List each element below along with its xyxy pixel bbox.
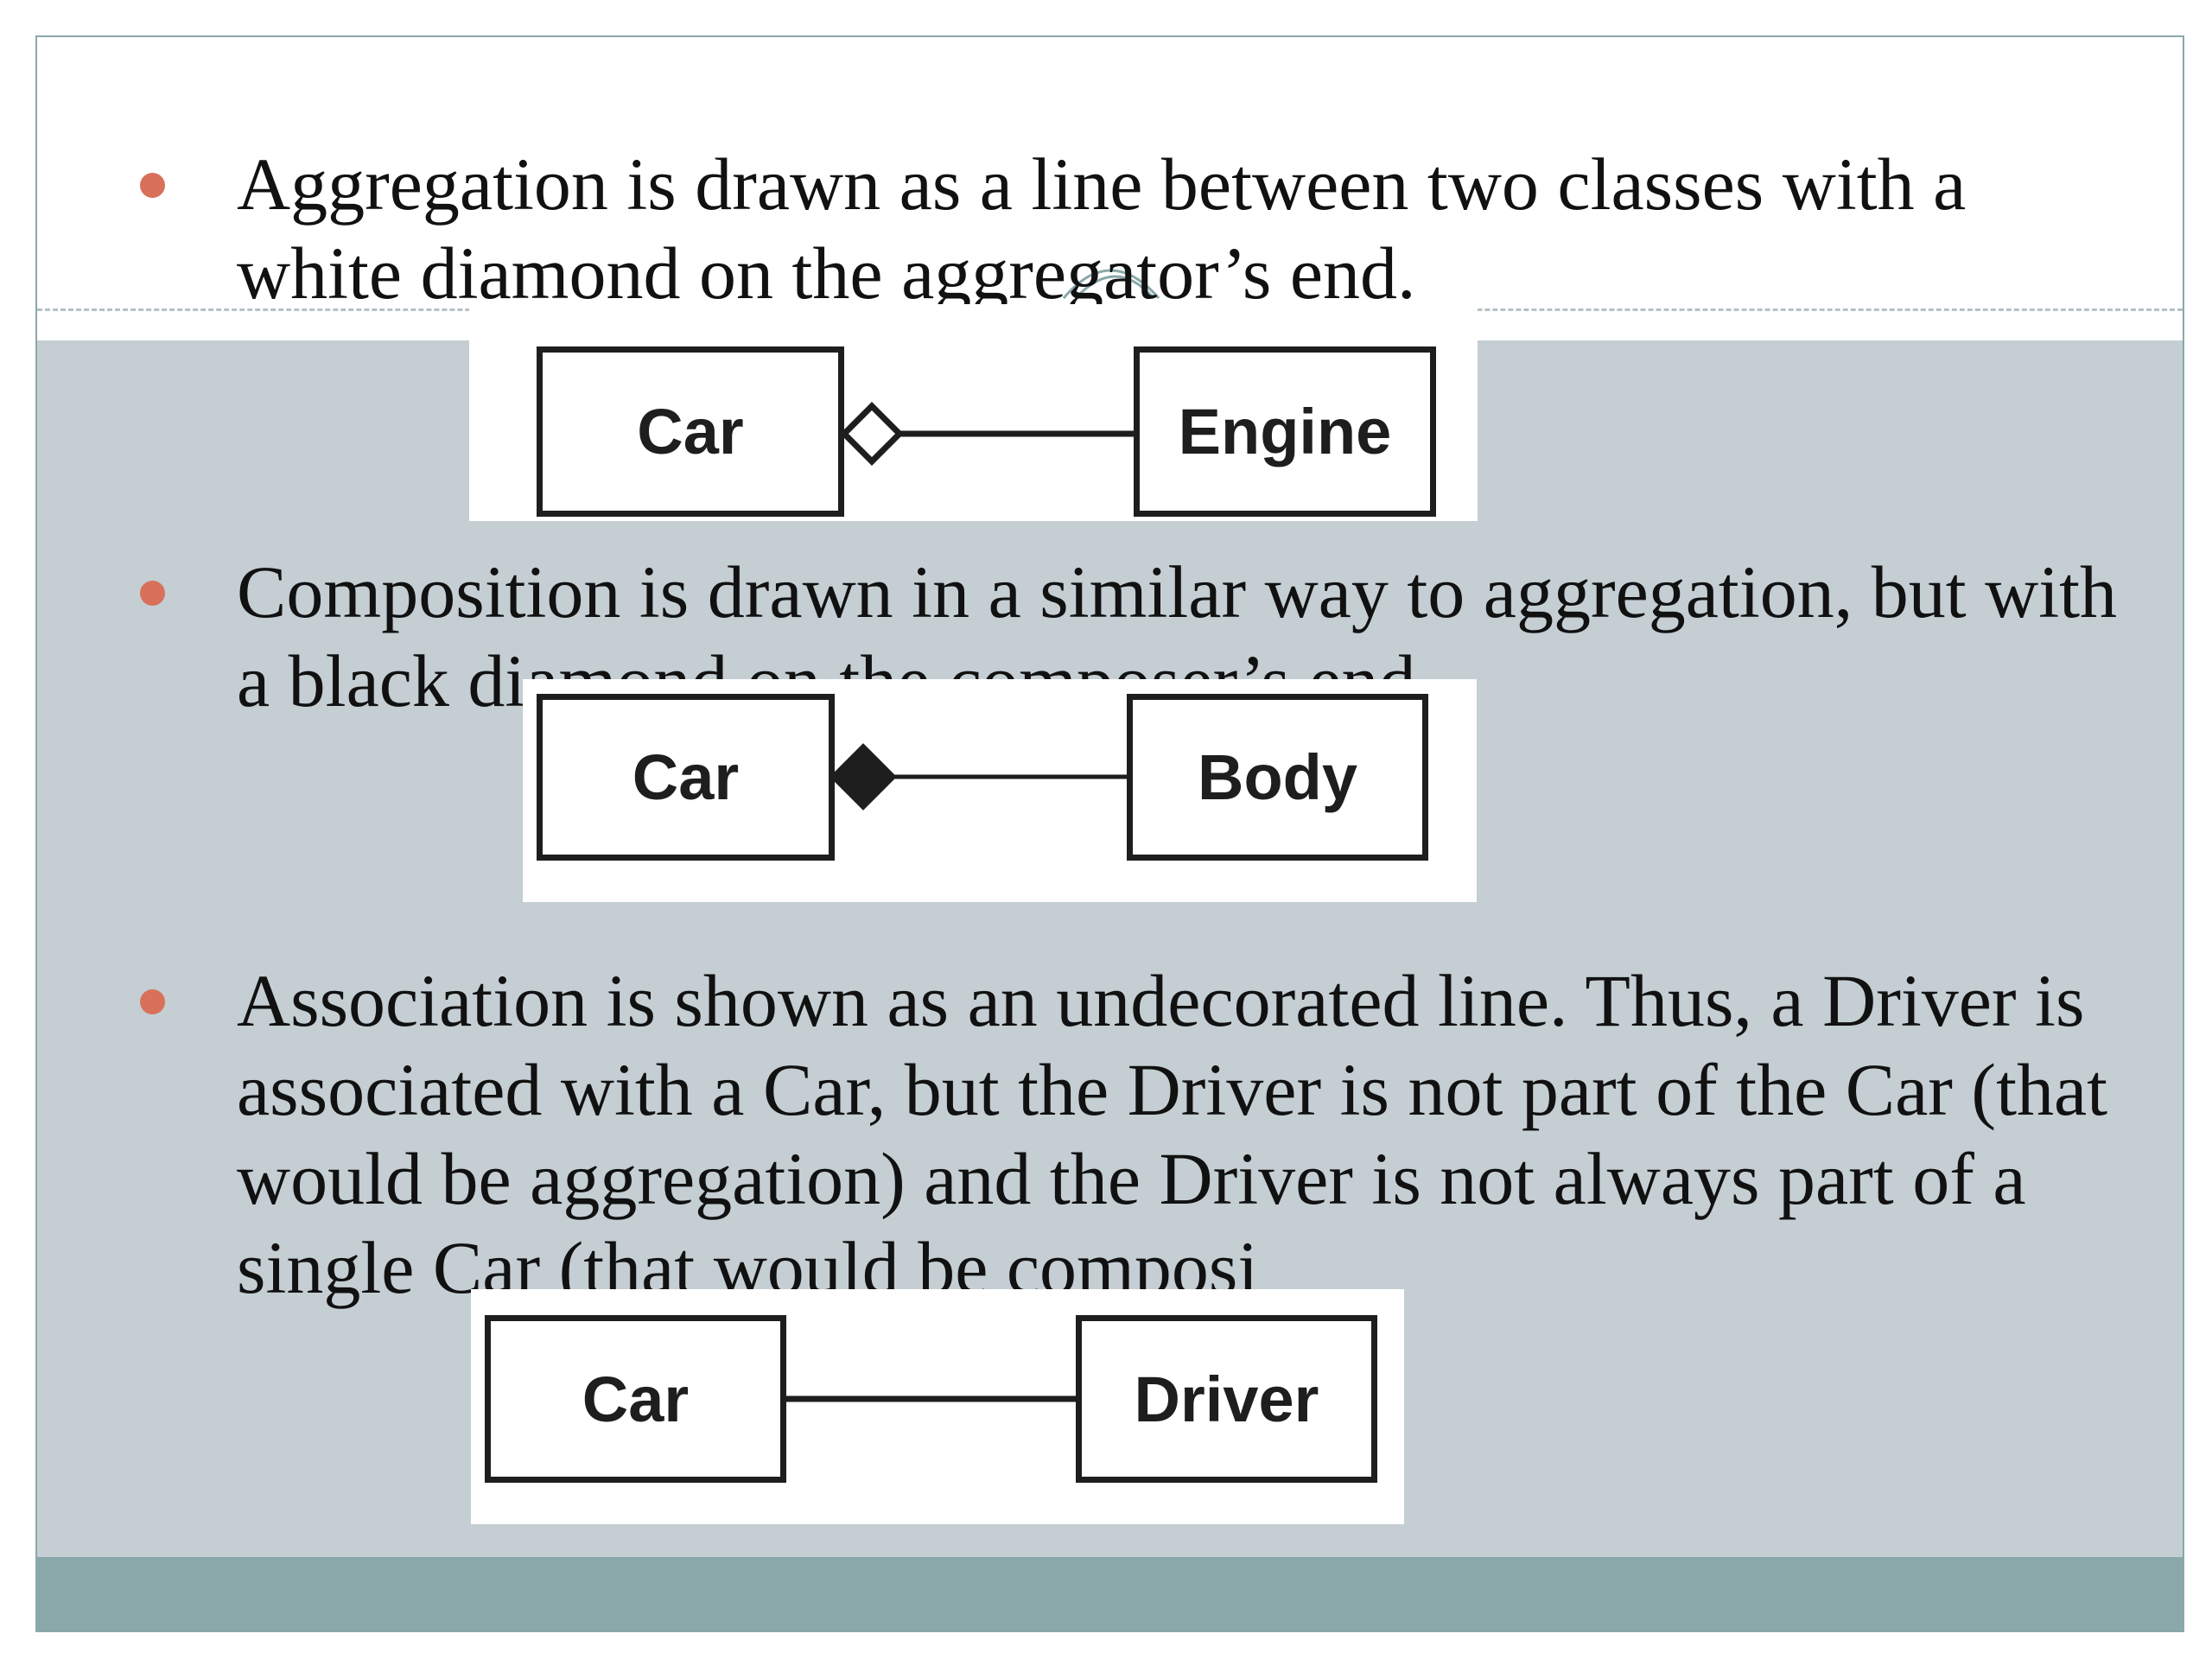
decorative-arc-icon — [1062, 269, 1160, 300]
class-box-body: Body — [1127, 694, 1428, 861]
bullet-dot — [140, 989, 165, 1014]
association-diagram: Car Driver — [471, 1289, 1404, 1524]
composition-connector — [830, 743, 1133, 810]
bullet-dot — [140, 173, 165, 198]
class-box-engine: Engine — [1134, 346, 1436, 517]
white-diamond-icon — [841, 402, 904, 466]
association-connector — [782, 1395, 1080, 1402]
bullet-association: Association is shown as an undecorated l… — [140, 957, 2145, 1313]
black-diamond-icon — [830, 743, 897, 810]
slide-title-band — [37, 37, 2183, 340]
aggregation-diagram: Car Engine — [469, 304, 1478, 521]
bullet-text: Association is shown as an undecorated l… — [237, 959, 2108, 1309]
class-box-car: Car — [485, 1315, 786, 1483]
footer-band — [37, 1557, 2183, 1630]
slide: Aggregation is drawn as a line between t… — [35, 35, 2184, 1632]
composition-diagram: Car Body — [523, 679, 1477, 902]
aggregation-connector — [841, 402, 1139, 466]
class-box-car: Car — [537, 694, 835, 861]
class-box-driver: Driver — [1076, 1315, 1377, 1483]
bullet-aggregation: Aggregation is drawn as a line between t… — [140, 140, 2145, 318]
bullet-dot — [140, 581, 165, 606]
class-box-car: Car — [537, 346, 844, 517]
bullet-text: Aggregation is drawn as a line between t… — [237, 143, 1967, 315]
